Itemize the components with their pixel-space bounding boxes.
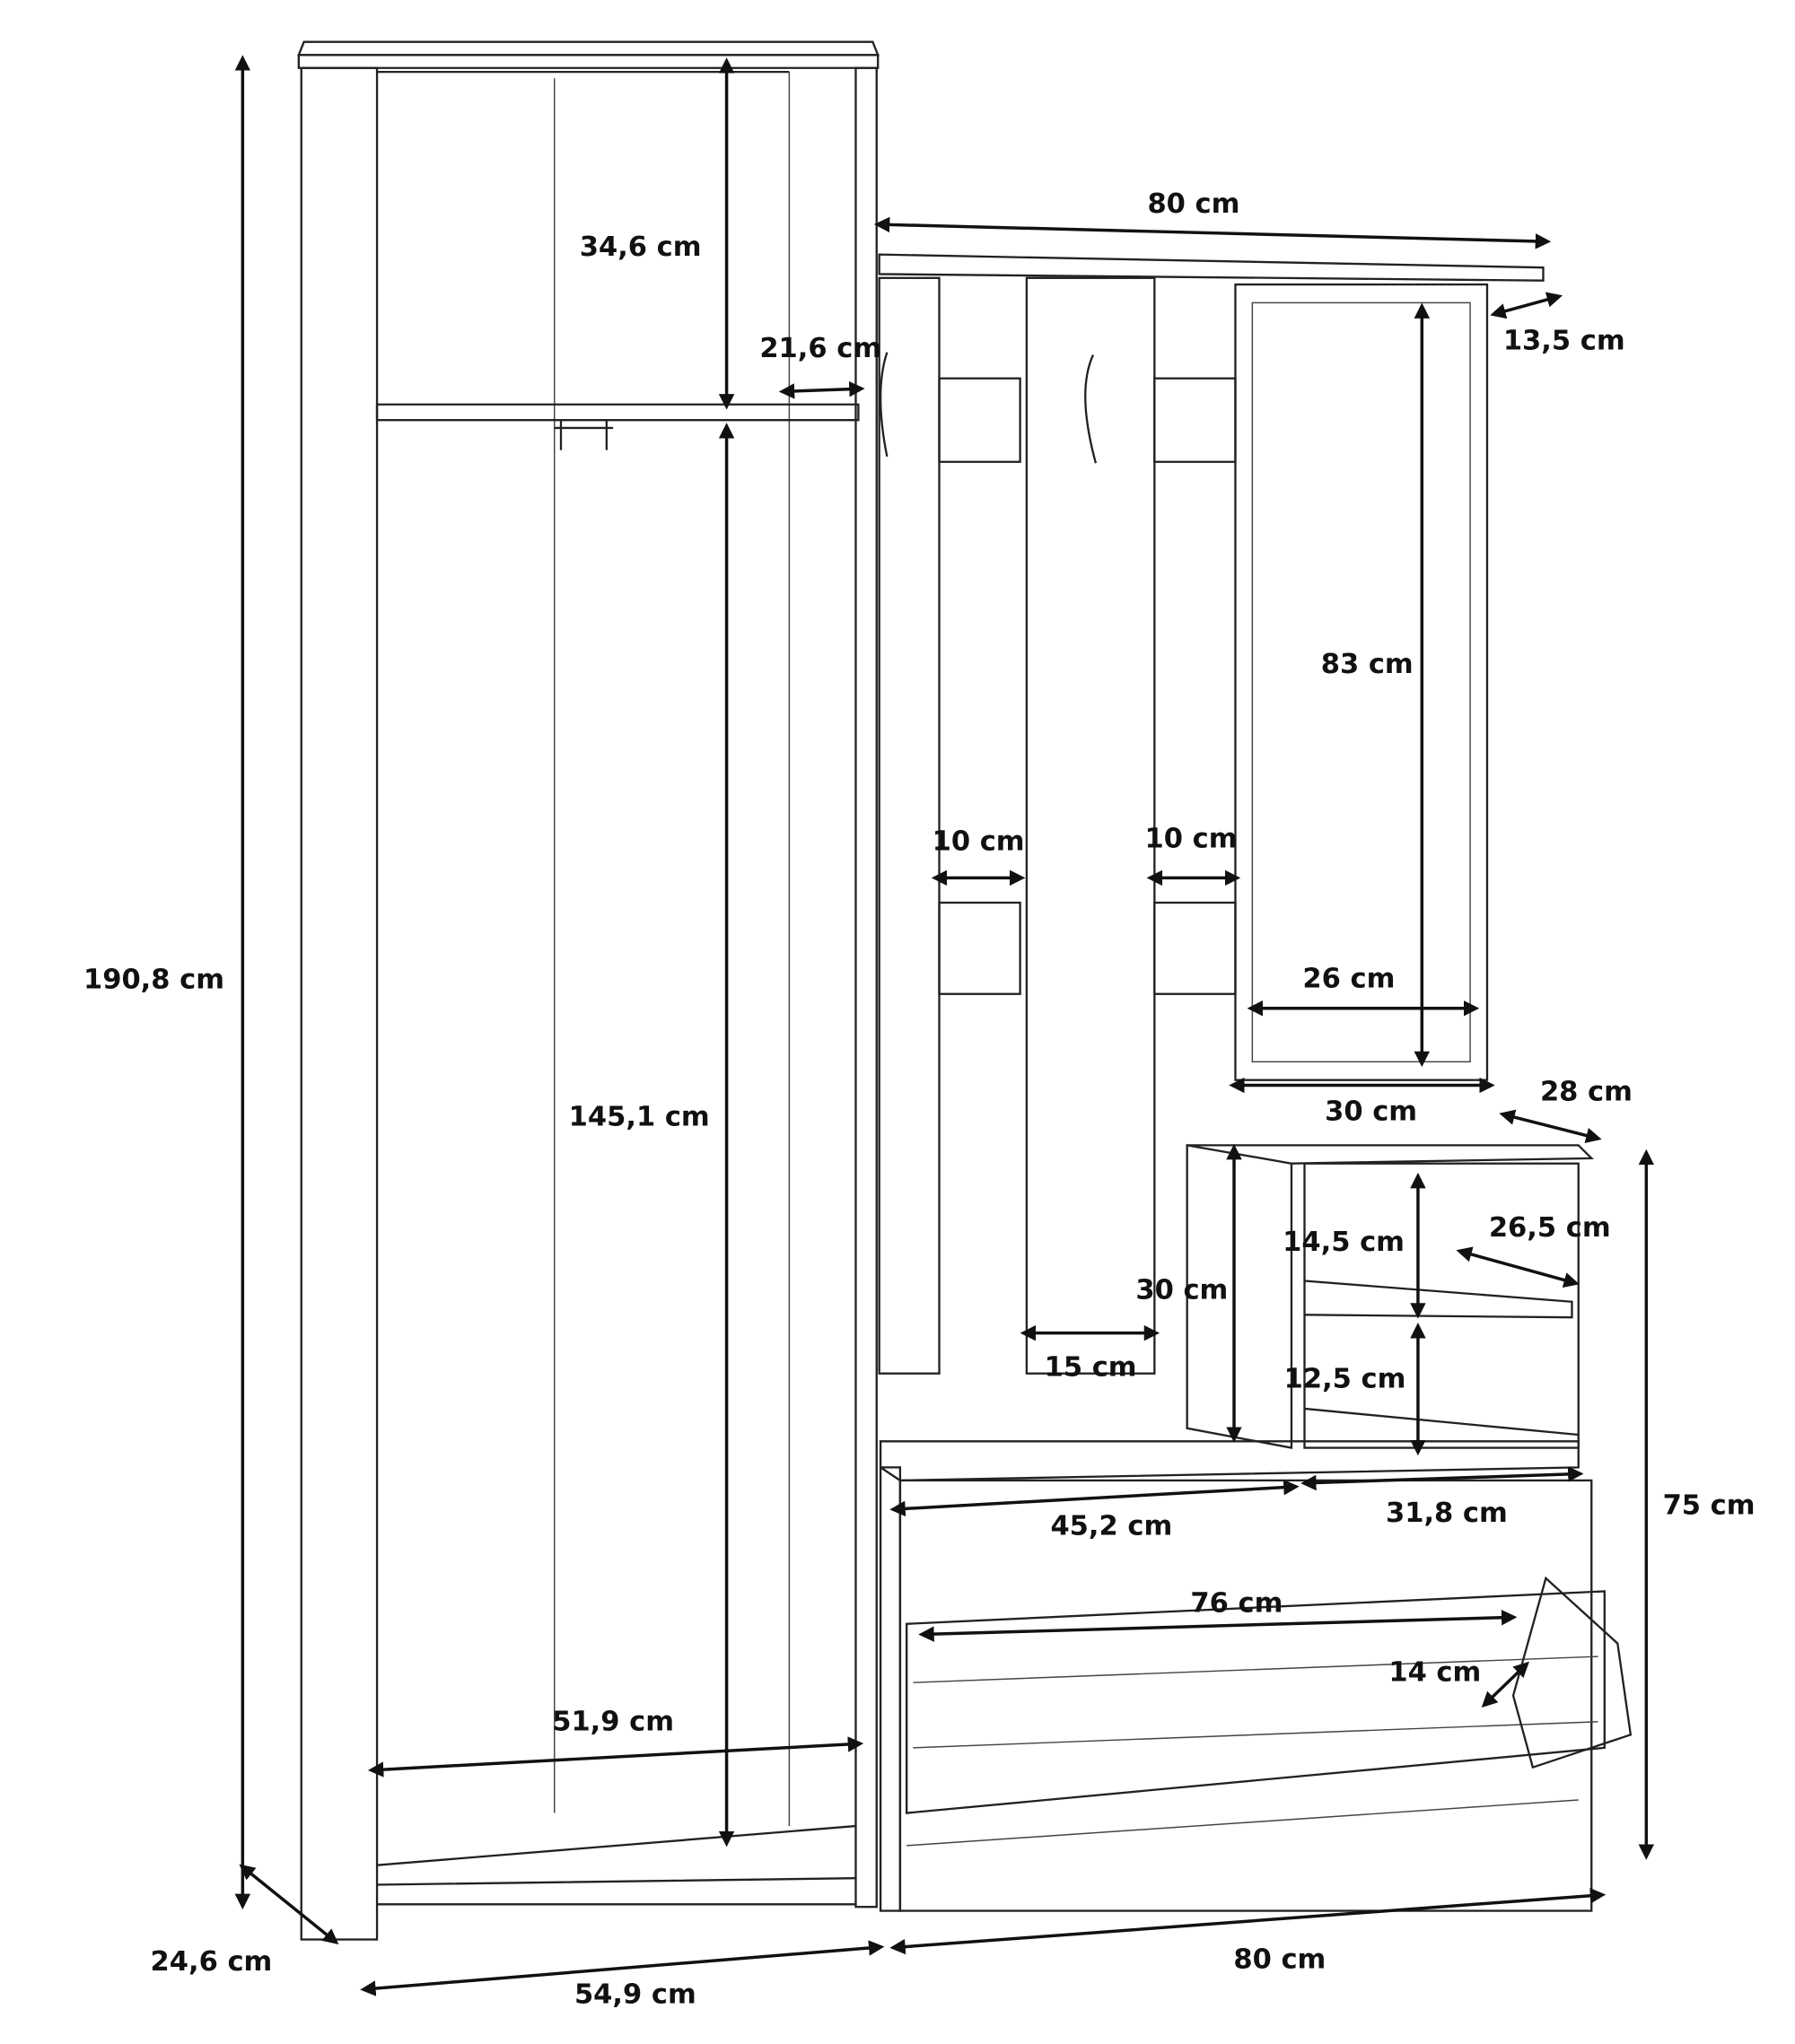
- label-shoe-cabinet-height: 75 cm: [1663, 1489, 1756, 1521]
- label-shelf-unit-depth: 28 cm: [1540, 1077, 1633, 1108]
- label-depth-left: 24,6 cm: [151, 1946, 273, 1978]
- shelf-unit: [1186, 1143, 1595, 1449]
- label-total-height: 190,8 cm: [83, 965, 224, 996]
- dim-shelf-unit-width: 31,8 cm: [1300, 1466, 1584, 1529]
- coat-panel: [878, 253, 1545, 1375]
- dim-shoe-flap-width: 76 cm: [918, 1587, 1518, 1642]
- label-shelf-inner-depth: 26,5 cm: [1489, 1212, 1611, 1244]
- label-top-compartment: 34,6 cm: [580, 231, 702, 263]
- label-inner-width-left: 51,9 cm: [552, 1707, 674, 1738]
- dim-shelf-inner-depth: 26,5 cm: [1456, 1212, 1611, 1288]
- label-panel-strip-width: 15 cm: [1045, 1351, 1137, 1383]
- dim-mirror-height: 83 cm: [1321, 302, 1431, 1068]
- dim-bench-width: 45,2 cm: [889, 1479, 1300, 1542]
- dim-gap-left: 10 cm: [931, 826, 1026, 887]
- dim-lower-shelf-height: 12,5 cm: [1284, 1323, 1426, 1456]
- label-panel-depth: 13,5 cm: [1503, 326, 1625, 357]
- dim-panel-depth: 13,5 cm: [1490, 292, 1625, 357]
- shoe-cabinet: [879, 1440, 1633, 1912]
- label-mirror-width: 30 cm: [1325, 1096, 1417, 1128]
- label-mirror-height: 83 cm: [1321, 649, 1414, 680]
- dim-gap-right: 10 cm: [1145, 824, 1241, 887]
- dim-shelf-unit-height: 30 cm: [1135, 1143, 1242, 1443]
- dim-panel-strip-width: 15 cm: [1020, 1324, 1160, 1383]
- label-hanging-height: 145,1 cm: [569, 1101, 710, 1132]
- label-shoe-flap-depth: 14 cm: [1388, 1657, 1481, 1689]
- label-upper-shelf-height: 14,5 cm: [1283, 1227, 1405, 1258]
- label-shelf-unit-width: 31,8 cm: [1386, 1498, 1508, 1529]
- dim-mirror-width: 30 cm: [1229, 1077, 1495, 1128]
- dim-depth-left: 24,6 cm: [151, 1864, 339, 1978]
- dim-inner-width-left: 51,9 cm: [367, 1707, 864, 1778]
- dim-top-compartment: 34,6 cm: [580, 57, 735, 410]
- label-mirror-inner-width: 26 cm: [1302, 963, 1395, 994]
- dim-shelf-depth: 21,6 cm: [759, 333, 881, 399]
- label-gap-right: 10 cm: [1145, 824, 1238, 855]
- label-lower-shelf-height: 12,5 cm: [1284, 1363, 1406, 1394]
- dim-mirror-inner-width: 26 cm: [1247, 963, 1480, 1017]
- label-shelf-unit-height: 30 cm: [1135, 1275, 1228, 1306]
- dim-upper-shelf-height: 14,5 cm: [1283, 1172, 1426, 1319]
- dim-panel-width: 80 cm: [873, 188, 1552, 249]
- dim-shoe-flap-depth: 14 cm: [1388, 1657, 1529, 1708]
- label-shoe-flap-width: 76 cm: [1190, 1587, 1283, 1619]
- dim-shoe-cabinet-height: 75 cm: [1638, 1149, 1756, 1860]
- dim-width-bottom-right: 80 cm: [889, 1888, 1607, 1975]
- label-width-left: 54,9 cm: [574, 1979, 696, 2011]
- label-gap-left: 10 cm: [933, 826, 1025, 858]
- tall-wardrobe: [297, 40, 880, 1941]
- label-shelf-depth: 21,6 cm: [759, 333, 881, 364]
- label-width-bottom-right: 80 cm: [1233, 1944, 1326, 1975]
- dim-shelf-unit-depth: 28 cm: [1499, 1077, 1633, 1143]
- dim-hanging-height: 145,1 cm: [569, 423, 735, 1847]
- dim-total-height: 190,8 cm: [83, 55, 251, 1910]
- label-bench-width: 45,2 cm: [1050, 1511, 1172, 1542]
- label-panel-width: 80 cm: [1147, 188, 1239, 220]
- dim-width-left: 54,9 cm: [360, 1940, 885, 2011]
